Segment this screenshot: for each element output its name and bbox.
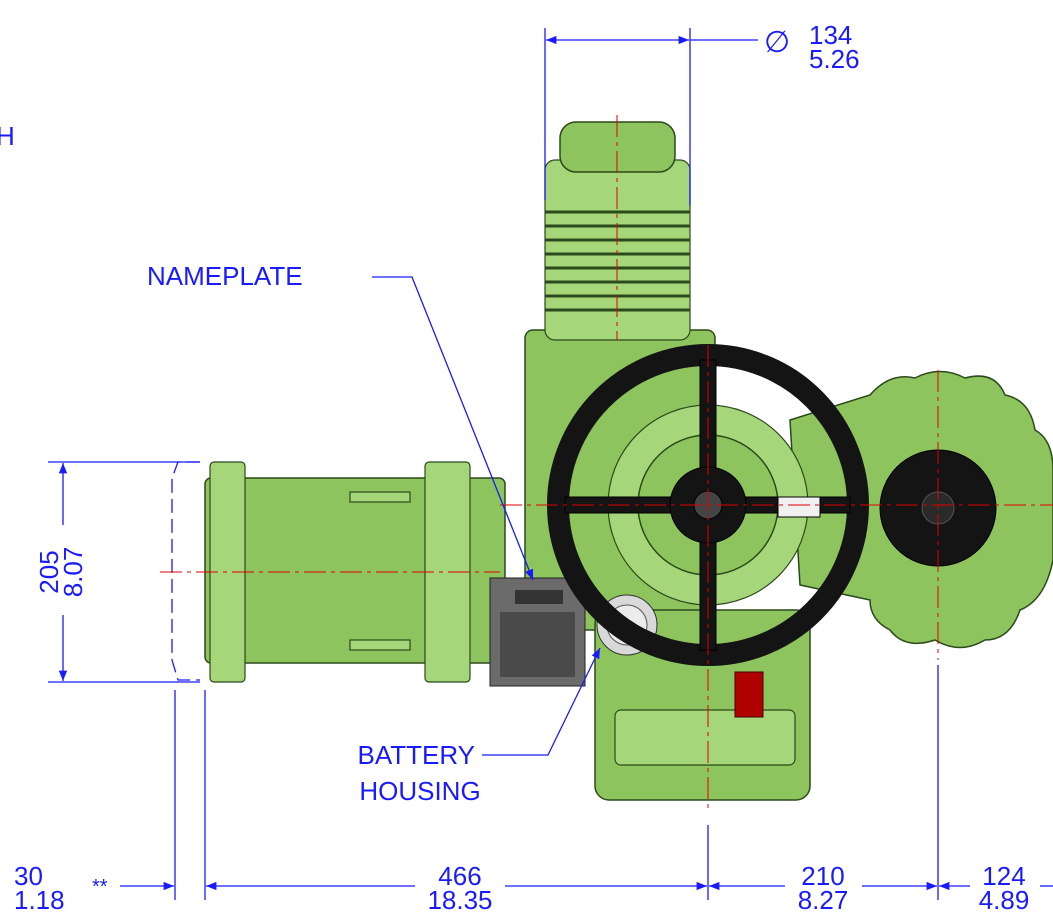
height-dimension: 205 8.07 <box>34 547 88 598</box>
actuator-body <box>171 121 1053 801</box>
battery-callout-line1: BATTERY <box>357 740 475 770</box>
top-diameter-mm: 134 <box>809 20 852 50</box>
battery-callout-line2: HOUSING <box>359 776 480 806</box>
diameter-symbol: ∅ <box>764 26 790 59</box>
height-in: 8.07 <box>58 547 88 598</box>
partial-text: H <box>0 121 15 151</box>
handwheel-label-plate <box>777 496 821 518</box>
bottom-left-note: ** <box>92 876 108 898</box>
height-mm: 205 <box>34 550 64 593</box>
dimension-lines <box>48 28 1053 900</box>
bottom-124-in: 4.89 <box>979 885 1030 915</box>
bottom-210-in: 8.27 <box>798 885 849 915</box>
bottom-466-in: 18.35 <box>427 885 492 915</box>
bottom-124-mm: 124 <box>982 861 1025 891</box>
bottom-left-mm: 30 <box>14 861 43 891</box>
bottom-466-mm: 466 <box>438 861 481 891</box>
top-diameter-in: 5.26 <box>809 44 860 74</box>
centerlines <box>160 115 1053 810</box>
nameplate <box>489 577 586 687</box>
bottom-210-mm: 210 <box>801 861 844 891</box>
bottom-left-in: 1.18 <box>14 885 65 915</box>
nameplate-callout: NAMEPLATE <box>147 261 303 291</box>
motor-cylinder <box>171 461 506 683</box>
